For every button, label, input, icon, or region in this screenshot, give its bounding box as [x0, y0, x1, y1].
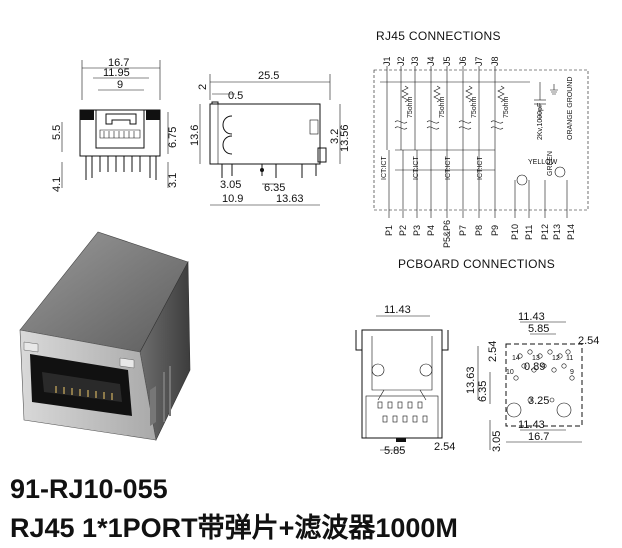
- bottom-front-view-drawing: 11.43 5.85 2.54: [355, 304, 455, 457]
- pin-p3: P3: [412, 225, 422, 236]
- ct-labels: ICT:ICT ICT:ICT ICT:ICT ICT:ICT: [381, 156, 484, 180]
- pin-p13: P13: [552, 224, 562, 240]
- dim-right-height: 6.75: [167, 127, 179, 148]
- pin-p2: P2: [398, 225, 408, 236]
- resistor-label-2: 75ohm: [439, 96, 446, 118]
- dim-bottom-a: 3.05: [220, 179, 241, 191]
- schematic-title-bottom: PCBOARD CONNECTIONS: [398, 257, 555, 271]
- dim-bottom-d: 13.63: [276, 193, 304, 205]
- ct-label-3: ICT:ICT: [445, 156, 452, 180]
- dim-side-height-right: 13.56: [339, 124, 351, 152]
- pcb-pin-10: 10: [506, 369, 514, 376]
- dim-side-length: 25.5: [258, 70, 279, 82]
- resistor-label-1: 75ohm: [407, 96, 414, 118]
- pcb-layout-drawing: 11.43 5.85 2.54 2.54 13.63 6.35 14 13 12…: [465, 311, 599, 452]
- dim-pcb-bottom-a: 11.43: [518, 419, 545, 431]
- side-view-drawing: 25.5 2 0.5 13.6 13.56 3.2 3.05 6.35 10.9…: [189, 70, 351, 206]
- dim-pcb-bottom-b: 16.7: [528, 431, 549, 443]
- dim-bfv-bottom-a: 5.85: [384, 445, 405, 457]
- dim-bfv-top-width: 11.43: [384, 304, 411, 316]
- pin-j2: J2: [396, 56, 406, 66]
- resistor-label-3: 75ohm: [471, 96, 478, 118]
- dim-overall-width: 16.7: [108, 57, 129, 69]
- dim-pin-right: 3.1: [167, 173, 179, 188]
- dim-offset-small: 0.5: [228, 90, 243, 102]
- dim-bfv-bottom-b: 2.54: [434, 441, 455, 453]
- technical-drawing-sheet: 16.7 11.95 9 5.5 6.75 4.1 3.1 25.5 2: [19, 29, 599, 457]
- dim-side-right-small: 3.2: [329, 129, 341, 144]
- resistor-label-4: 75ohm: [503, 96, 510, 118]
- ct-label-2: ICT:ICT: [413, 156, 420, 180]
- pin-p7: P7: [458, 225, 468, 236]
- pin-j7: J7: [474, 56, 484, 66]
- bottom-pin-labels: P1 P2 P3 P4 P5&P6 P7 P8 P9 P10 P11 P12 P…: [384, 220, 576, 248]
- dim-pcb-inner-a: 0.89: [524, 361, 545, 373]
- led-label-yellow: YELLOW: [528, 159, 558, 166]
- pin-p8: P8: [474, 225, 484, 236]
- part-number: 91-RJ10-055: [10, 474, 168, 504]
- ct-label-1: ICT:ICT: [381, 156, 388, 180]
- dim-bottom-c: 10.9: [222, 193, 243, 205]
- dim-slot-width: 9: [117, 79, 123, 91]
- pin-p10: P10: [510, 224, 520, 240]
- front-view-drawing: 16.7 11.95 9 5.5 6.75 4.1 3.1: [51, 57, 179, 192]
- led-label-orange-ground: ORANGE GROUND: [567, 77, 574, 140]
- pin-p5p6: P5&P6: [442, 220, 452, 248]
- pin-p9: P9: [490, 225, 500, 236]
- dim-bottom-b: 6.35: [264, 182, 285, 194]
- schematic-title-top: RJ45 CONNECTIONS: [376, 29, 501, 43]
- pin-p4: P4: [426, 225, 436, 236]
- dim-pcb-left-c: 6.35: [477, 381, 489, 402]
- top-pin-labels: J1 J2 J3 J4 J5 J6 J7 J8: [382, 56, 500, 66]
- dim-pcb-left-d: 3.05: [491, 431, 503, 452]
- dim-pin-left: 4.1: [51, 177, 63, 192]
- pcb-pin-14: 14: [512, 355, 520, 362]
- dim-pcb-inner-b: 3.25: [528, 395, 549, 407]
- pcb-pin-11: 11: [566, 355, 573, 362]
- dim-pcb-left-a: 2.54: [487, 341, 499, 362]
- dim-offset-top: 2: [197, 84, 209, 90]
- dim-side-height: 13.6: [189, 125, 201, 146]
- pin-j4: J4: [426, 56, 436, 66]
- pcb-pin-12: 12: [552, 355, 560, 362]
- dim-pcb-top-a: 11.43: [518, 311, 545, 323]
- pin-p14: P14: [566, 224, 576, 240]
- pin-j1: J1: [382, 56, 392, 66]
- led-label-green: GREEN: [547, 151, 554, 176]
- pin-j3: J3: [410, 56, 420, 66]
- dim-left-height: 5.5: [51, 125, 63, 140]
- pcb-pin-9: 9: [570, 369, 574, 376]
- dim-pcb-left-b: 13.63: [465, 366, 477, 394]
- pin-j5: J5: [442, 56, 452, 66]
- dim-inner-width: 11.95: [103, 67, 130, 79]
- pin-p11: P11: [524, 225, 534, 240]
- pin-p12: P12: [540, 224, 550, 240]
- dim-pcb-right-a: 2.54: [578, 335, 599, 347]
- pin-p1: P1: [384, 225, 394, 236]
- ct-label-4: ICT:ICT: [477, 156, 484, 180]
- resistor-labels: 75ohm 75ohm 75ohm 75ohm: [407, 96, 510, 118]
- dim-pcb-top-b: 5.85: [528, 323, 549, 335]
- pin-j8: J8: [490, 56, 500, 66]
- pin-j6: J6: [458, 56, 468, 66]
- pcb-pin-13: 13: [532, 355, 540, 362]
- cap-label: 2Kv,1000pF: [537, 103, 544, 140]
- product-description: RJ45 1*1PORT带弹片+滤波器1000M: [10, 513, 458, 543]
- schematic-diagram: RJ45 CONNECTIONS J1 J2 J3 J4 J5 J6 J7 J8…: [373, 29, 589, 271]
- product-render: [19, 231, 191, 441]
